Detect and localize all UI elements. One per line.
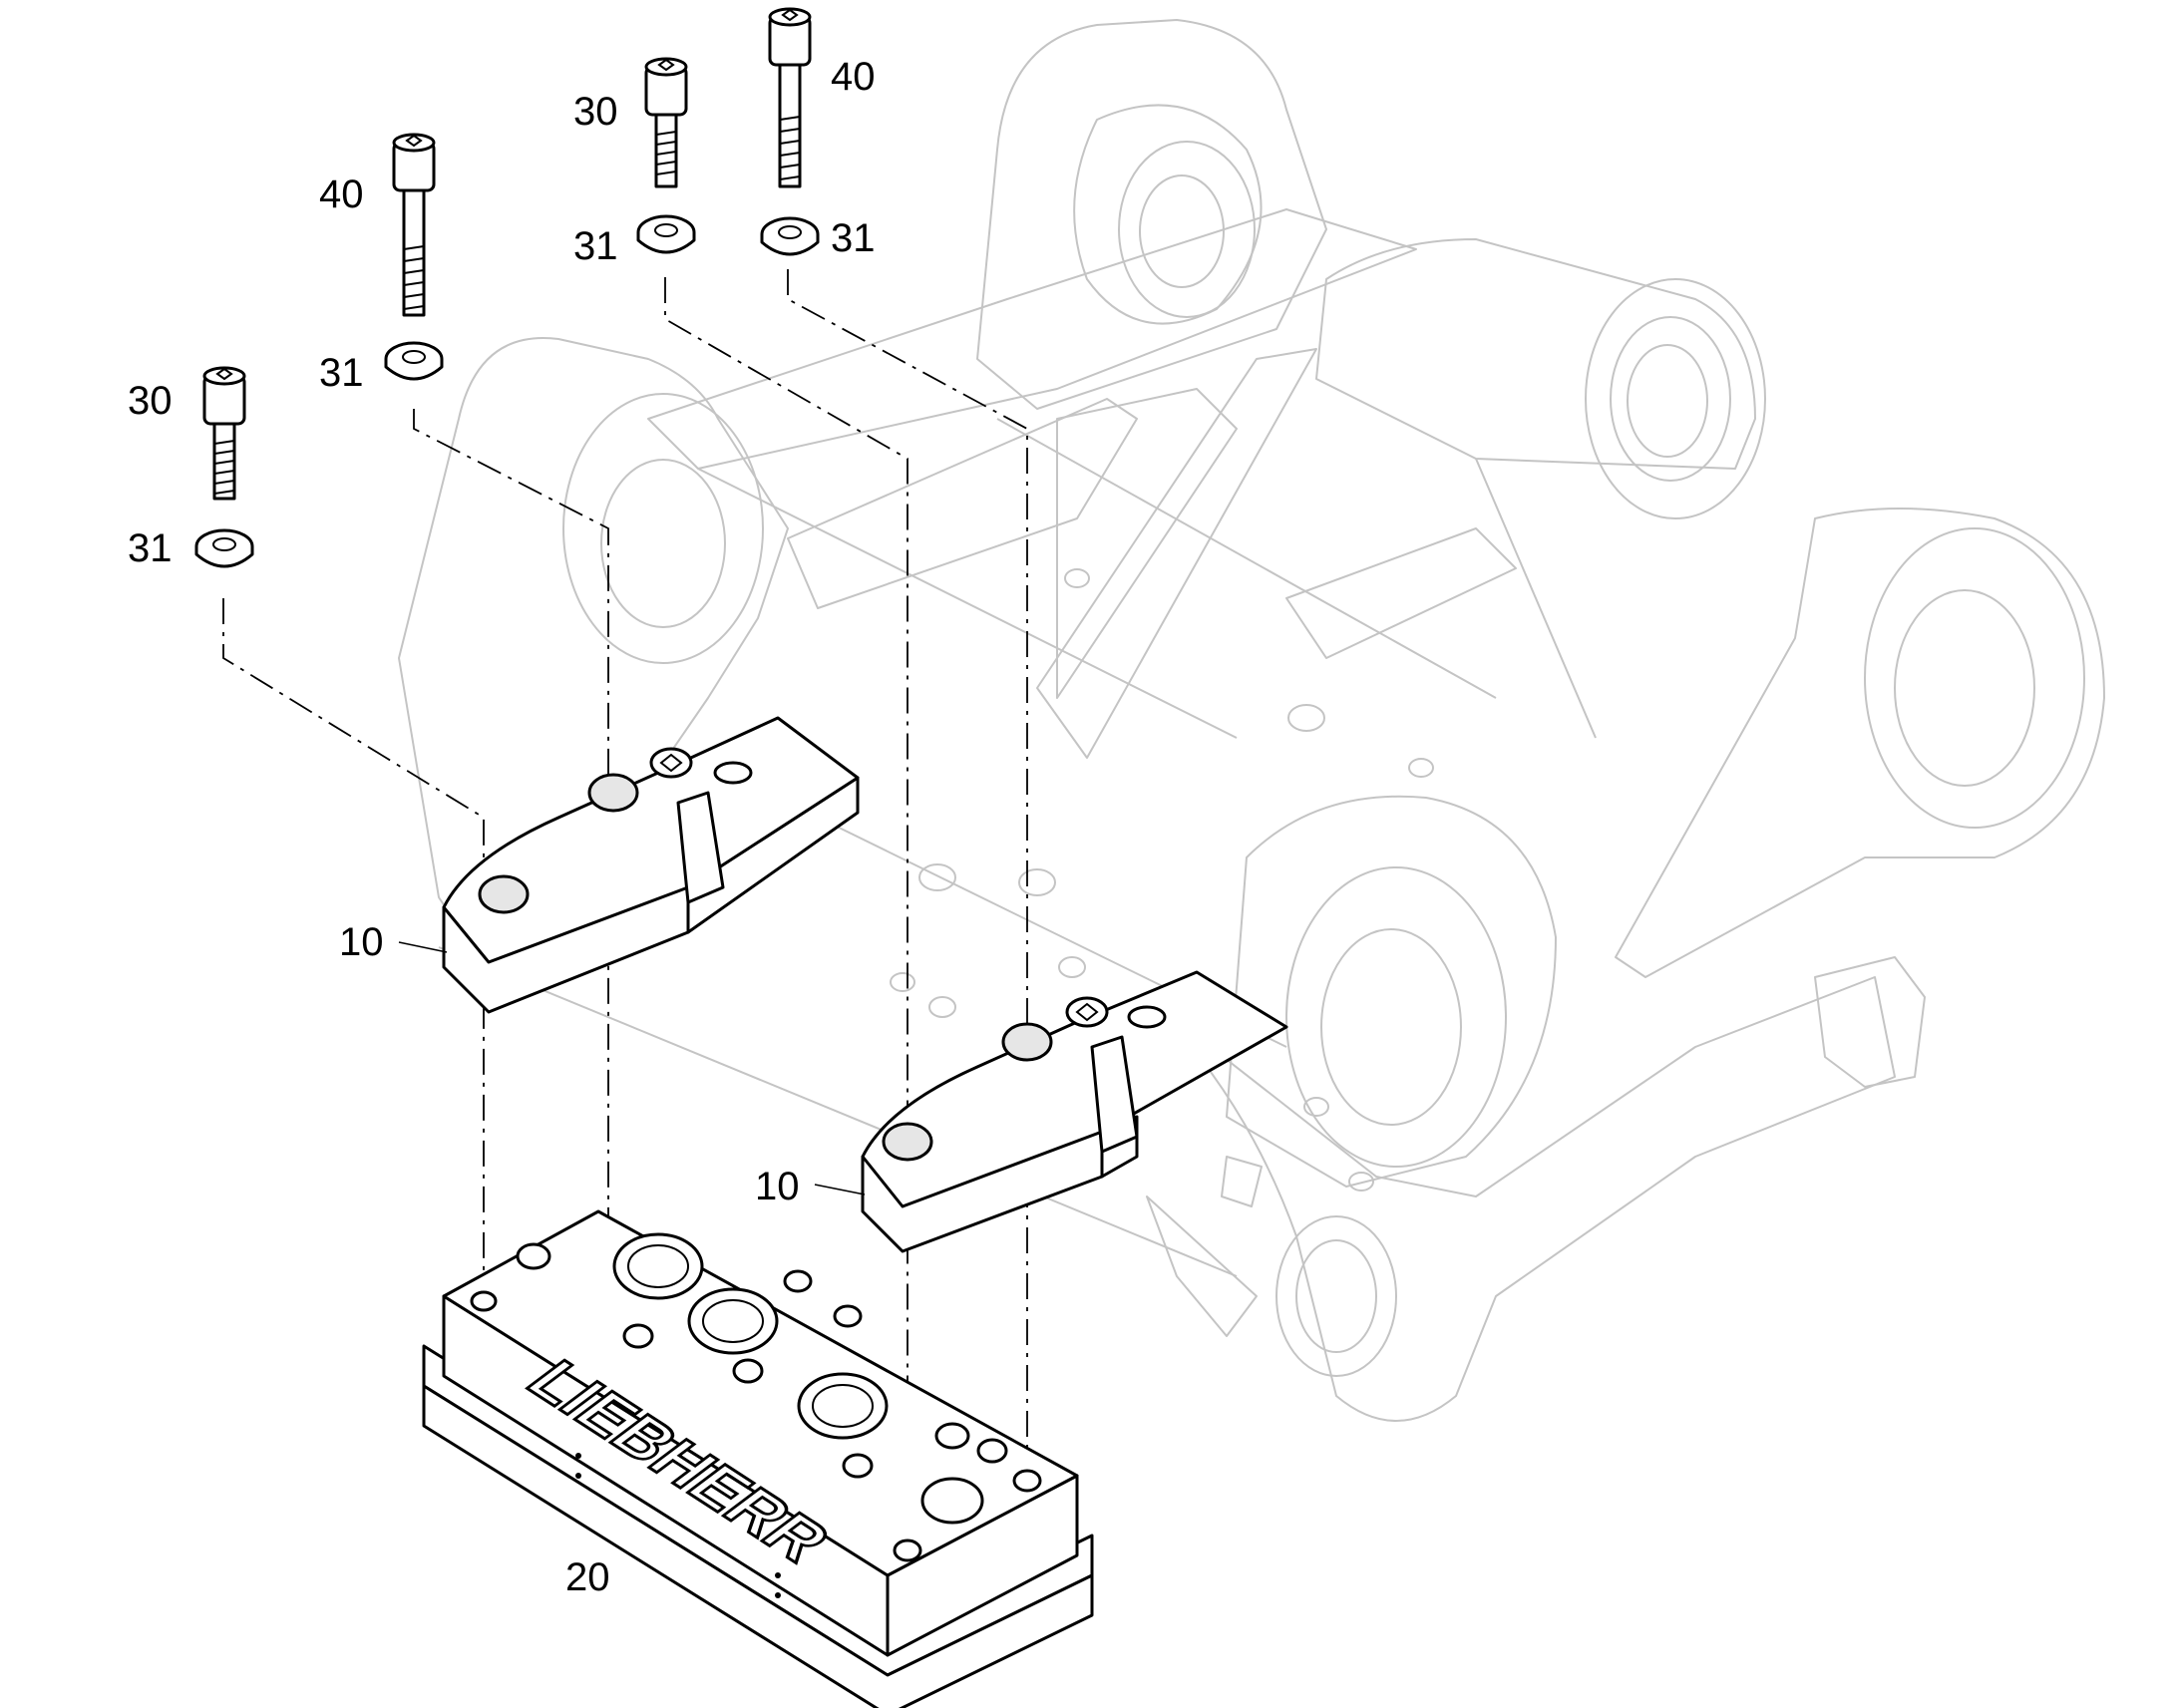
- callout-30-left: 30: [128, 379, 173, 423]
- coupler-housing-background: [398, 19, 2105, 1422]
- callout-40-top: 40: [831, 55, 876, 99]
- callout-31-left: 31: [128, 526, 173, 570]
- leader-lines: [398, 941, 866, 1196]
- part-20-valve-block: LIEBHERR: [422, 1209, 1094, 1708]
- part-10-clamp-left: [442, 716, 860, 1014]
- bolt-40-top: [768, 7, 812, 188]
- bolt-40-left: [392, 133, 436, 317]
- washer-31-midleft: [384, 341, 444, 381]
- callout-10-left: 10: [339, 920, 384, 964]
- callout-40-left: 40: [319, 172, 364, 216]
- washer-31-top: [636, 214, 696, 254]
- callout-20: 20: [565, 1555, 610, 1599]
- washer-31-topright: [760, 216, 820, 256]
- bolt-30-left: [202, 366, 246, 501]
- part-10-clamp-right: [861, 970, 1288, 1253]
- callout-31-topright: 31: [831, 216, 876, 260]
- callout-31-midleft: 31: [319, 351, 364, 395]
- callout-10-right: 10: [755, 1165, 800, 1208]
- bolt-30-top: [644, 57, 688, 188]
- washer-31-left: [194, 528, 254, 568]
- callout-31-top: 31: [573, 224, 618, 268]
- callout-30-top: 30: [573, 90, 618, 134]
